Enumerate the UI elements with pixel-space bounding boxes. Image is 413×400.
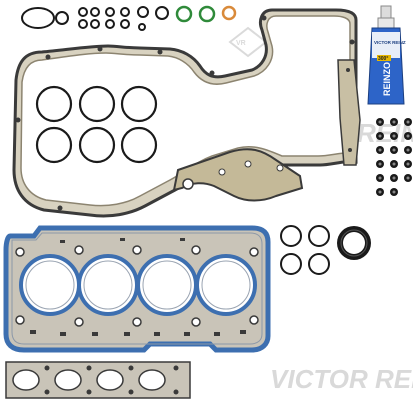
tube-product-text: VICTOR REINZ (374, 40, 406, 45)
crankshaft-seal (337, 226, 371, 260)
exhaust-manifold-gasket (5, 361, 191, 399)
cover-gasket-section (172, 148, 304, 202)
small-seals-top (21, 5, 237, 31)
svg-text:VR: VR (236, 40, 246, 47)
sealant-tube: VICTOR REINZ 300° REINZO (367, 5, 406, 105)
cylinder-head-gasket (3, 225, 271, 353)
timing-cover-gasket (12, 8, 358, 218)
medium-orings (280, 225, 330, 275)
large-orings (35, 85, 158, 164)
watermark-text-lower: VICTOR REI (270, 364, 413, 394)
valve-stem-seals (376, 118, 412, 196)
victor-reinz-logo-icon: VR (228, 26, 268, 58)
tube-brand-text: REINZO (382, 62, 392, 96)
tube-badge-text: 300° (378, 56, 388, 62)
strip-gasket-right (337, 59, 361, 166)
